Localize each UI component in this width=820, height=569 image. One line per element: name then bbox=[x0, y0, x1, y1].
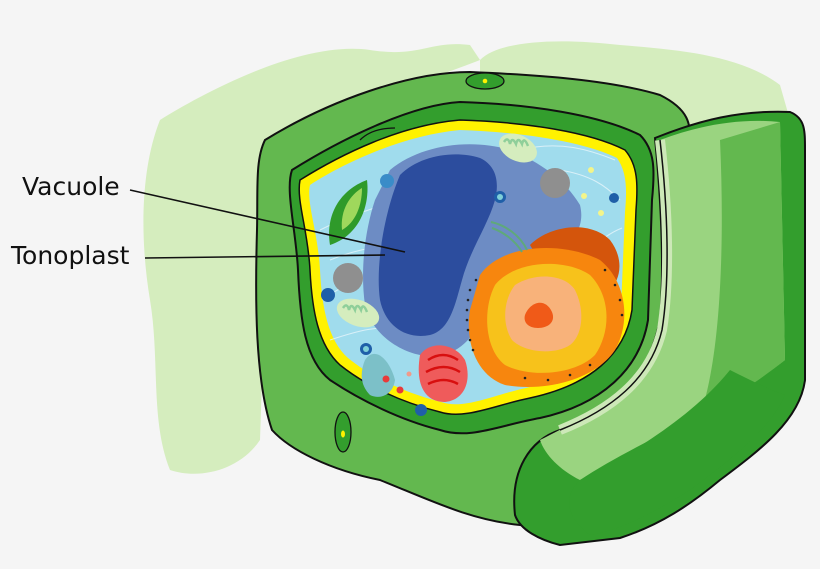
vacuole bbox=[378, 154, 497, 336]
mitochondrion-top bbox=[499, 133, 537, 163]
neighbor-cell-left bbox=[143, 44, 480, 474]
vesicle-blue bbox=[321, 288, 335, 302]
chloroplast-thylakoids bbox=[341, 188, 362, 230]
vesicle-red bbox=[406, 371, 412, 377]
vacuole-pointer-line bbox=[129, 189, 406, 253]
vesicle-yellow bbox=[581, 193, 587, 199]
microtubule bbox=[490, 221, 528, 253]
cell-wall-side-face-dark bbox=[700, 122, 785, 415]
vesicle-blue bbox=[497, 194, 503, 200]
ribosomes bbox=[465, 268, 624, 382]
peroxisome bbox=[361, 353, 395, 397]
cell-wall-side-bottom bbox=[569, 370, 785, 535]
golgi-apparatus bbox=[418, 345, 468, 402]
nucleolus bbox=[524, 302, 554, 328]
plasmodesma-dot bbox=[482, 78, 488, 84]
vesicle-blue bbox=[380, 174, 394, 188]
vesicle-yellow bbox=[598, 210, 604, 216]
vacuole-label: Vacuole bbox=[22, 172, 120, 201]
vesicle-yellow bbox=[588, 167, 594, 173]
vesicle-red bbox=[396, 386, 404, 394]
vesicle-blue bbox=[415, 404, 427, 416]
tonoplast-label: Tonoplast bbox=[11, 241, 130, 270]
vesicle-grey bbox=[333, 263, 363, 293]
vesicle-blue bbox=[609, 193, 619, 203]
mitochondrion-left bbox=[336, 298, 380, 328]
vesicle-red bbox=[382, 375, 390, 383]
vesicle-blue bbox=[363, 346, 369, 352]
cell-wall-side-outline bbox=[559, 139, 668, 431]
tonoplast-pointer-line bbox=[144, 254, 386, 259]
vesicle-grey bbox=[540, 168, 570, 198]
wall-crease bbox=[359, 127, 396, 141]
plasmodesma-dot bbox=[341, 430, 345, 438]
